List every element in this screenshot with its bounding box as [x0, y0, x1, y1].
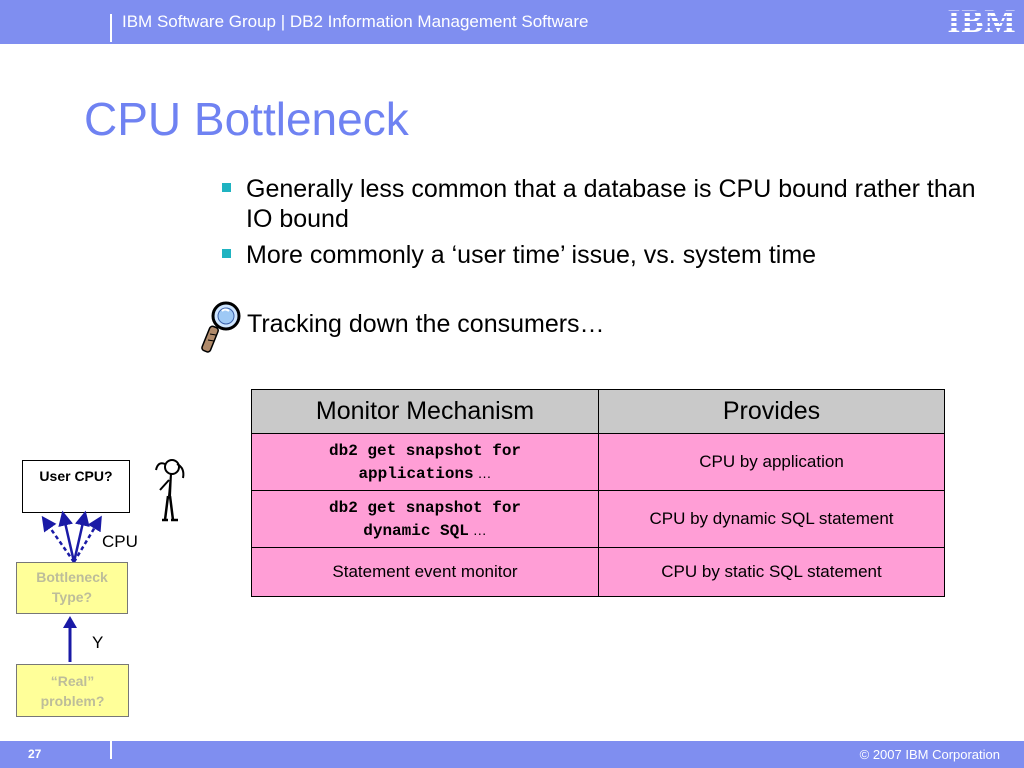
thinking-person-icon: [155, 459, 185, 522]
ibm-logo-icon: IBM: [948, 5, 1016, 37]
tracking-text: Tracking down the consumers…: [247, 310, 605, 338]
copyright-text: © 2007 IBM Corporation: [859, 747, 1000, 762]
table-cell-mechanism: Statement event monitor: [251, 547, 599, 597]
code-text: db2 get snapshot for: [328, 441, 522, 460]
header-title: IBM Software Group | DB2 Information Man…: [122, 12, 589, 31]
bullet-item: More commonly a ‘user time’ issue, vs. s…: [222, 240, 1002, 270]
box-line: problem?: [40, 693, 105, 709]
box-line: Bottleneck: [36, 569, 108, 585]
bottleneck-type-box: Bottleneck Type?: [16, 562, 128, 614]
page-number: 27: [28, 747, 42, 761]
ellipsis-text: …: [468, 521, 487, 538]
bullet-item: Generally less common that a database is…: [222, 174, 1002, 234]
y-label: Y: [92, 633, 104, 652]
header-bar: IBM Software Group | DB2 Information Man…: [0, 0, 1024, 44]
box-line: “Real”: [50, 673, 95, 689]
bullet-text: More commonly a ‘user time’ issue, vs. s…: [246, 241, 817, 269]
user-cpu-box: User CPU?: [22, 460, 130, 513]
footer-divider: [110, 737, 112, 759]
column-header: Monitor Mechanism: [251, 389, 599, 434]
table-cell-provides: CPU by static SQL statement: [598, 547, 945, 597]
box-line: Type?: [51, 589, 93, 605]
table-row: db2 get snapshot for applications … CPU …: [251, 433, 945, 491]
table-cell-mechanism: db2 get snapshot for applications …: [251, 433, 599, 491]
table-cell-provides: CPU by application: [598, 433, 945, 491]
table-row: Statement event monitor CPU by static SQ…: [251, 547, 945, 597]
bullet-text: Generally less common that a database is…: [246, 175, 976, 233]
footer-bar: 27 © 2007 IBM Corporation: [0, 737, 1024, 768]
monitor-table: Monitor Mechanism Provides db2 get snaps…: [251, 389, 945, 597]
table-cell-provides: CPU by dynamic SQL statement: [598, 490, 945, 548]
cpu-label: CPU: [102, 532, 138, 551]
real-problem-box: “Real” problem?: [16, 664, 129, 717]
bullet-square-icon: [222, 249, 231, 258]
diverging-arrows-icon: [41, 510, 102, 563]
code-text: dynamic SQL: [363, 521, 469, 540]
up-arrow-icon: [63, 616, 77, 662]
header-divider: [110, 14, 112, 42]
slide-title: CPU Bottleneck: [84, 93, 409, 145]
column-header: Provides: [598, 389, 945, 434]
code-text: db2 get snapshot for: [328, 498, 522, 517]
table-cell-mechanism: db2 get snapshot for dynamic SQL …: [251, 490, 599, 548]
code-text: applications: [358, 464, 474, 483]
table-row: db2 get snapshot for dynamic SQL … CPU b…: [251, 490, 945, 548]
ellipsis-text: …: [473, 464, 492, 481]
bullet-square-icon: [222, 183, 231, 192]
bullet-list: Generally less common that a database is…: [222, 174, 1002, 276]
table-header-row: Monitor Mechanism Provides: [251, 389, 945, 434]
magnifying-glass-icon: [201, 301, 241, 353]
